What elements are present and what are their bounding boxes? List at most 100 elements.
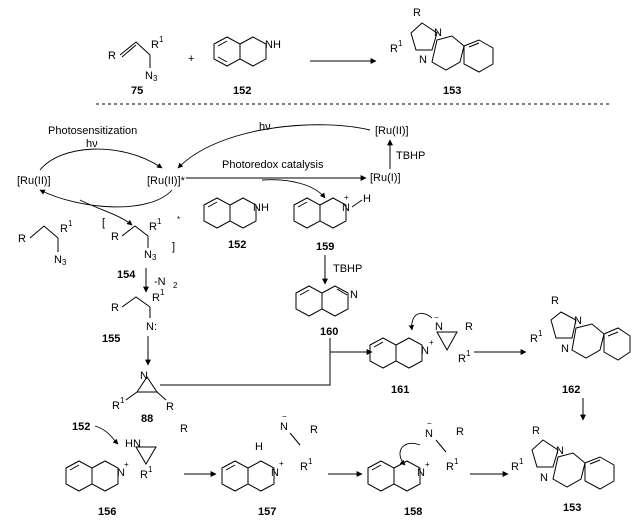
compound-160-label: 160 (320, 326, 338, 338)
compound-155-label: 155 (102, 333, 120, 345)
h-157: H (255, 441, 263, 453)
minus-n2-label: -N (154, 276, 166, 288)
r1-88-sup: 1 (120, 396, 125, 405)
prod-n2: N (419, 54, 427, 66)
azide-excitation-arrow (79, 199, 133, 226)
compound-162-label: 162 (562, 384, 580, 396)
excited-azide-154: [ R R 1 N 3 ] * 154 (102, 215, 180, 281)
n-aziridine-161: N (435, 321, 443, 333)
n3-154-sub: 3 (152, 253, 157, 262)
n2-162: N (561, 343, 569, 355)
hn-156: HN (125, 438, 141, 450)
compound-158-label: 158 (404, 506, 422, 518)
r1-156-sup: 1 (148, 465, 153, 474)
n-161: N (421, 345, 429, 357)
r-153b: R (532, 425, 540, 437)
ru1-label: [Ru(I)] (370, 172, 401, 184)
vinyl-azide-left: R R 1 N 3 (18, 219, 73, 267)
n-159: N (342, 202, 350, 214)
photosensitization-label: Photosensitization (48, 125, 137, 137)
nh-152-mid: NH (253, 202, 269, 214)
r1-157-sup: 1 (308, 457, 313, 466)
plus-156: + (124, 460, 129, 469)
r1-157: R (300, 461, 308, 473)
imidazoisoquinoline-153-bottom: R N N R 1 153 (511, 425, 615, 514)
compound-152-bottom-label: 152 (72, 421, 90, 433)
n2-153b: N (540, 472, 548, 484)
iminium-aziridine-161: N + N − R R 1 161 (369, 312, 473, 396)
h-159: H (363, 193, 371, 205)
azide-r1: R (151, 39, 159, 51)
r-162: R (551, 295, 559, 307)
r-154: R (111, 231, 119, 243)
bracket-left: [ (102, 217, 105, 229)
n-amide-158: N (425, 428, 433, 440)
set-arrow (261, 179, 326, 199)
arrow-158-cyclize (399, 442, 421, 466)
cyclized-162: R N N R 1 162 (530, 295, 631, 396)
r-left: R (18, 233, 26, 245)
n3-left: N (54, 254, 62, 266)
bracket-right: ] (172, 241, 175, 253)
r1-162-sup: 1 (538, 329, 543, 338)
vinyl-nitrene-155: R R 1 N: 155 (102, 288, 165, 345)
ru-regeneration-arrow (177, 124, 371, 169)
n-158: N (417, 467, 425, 479)
r1-158-sup: 1 (454, 457, 459, 466)
compound-157-label: 157 (258, 506, 276, 518)
r1-161: R (458, 353, 466, 365)
connector-88-160 (160, 338, 331, 386)
prod-r: R (413, 7, 421, 19)
star-154: * (177, 215, 180, 224)
n3-154: N (144, 249, 152, 261)
r1-158: R (446, 461, 454, 473)
r1-153b-sup: 1 (519, 457, 524, 466)
ru2-mid: [Ru(II)]* (147, 175, 186, 187)
compound-161-label: 161 (391, 384, 409, 396)
hv-left-label: hν (86, 138, 98, 150)
imidazoisoquinoline-153-top: R N N R 1 153 (390, 7, 494, 97)
minus-157: − (282, 412, 287, 421)
r1-left: R (60, 223, 68, 235)
plus-159: + (344, 193, 349, 202)
r-158: R (456, 426, 464, 438)
n-amide-157: N (280, 421, 288, 433)
azirine-88: N R 1 R 88 (112, 370, 174, 425)
r1-88: R (112, 400, 120, 412)
arrow-152-attack (94, 425, 119, 445)
minus-158: − (427, 419, 432, 428)
hv-top-label: hν (259, 121, 271, 133)
r1-155-sup: 1 (160, 288, 165, 297)
radical-cation-159: N + H 159 (293, 193, 371, 253)
prod-n1: N (434, 27, 442, 39)
energy-transfer-arrow (39, 189, 173, 208)
ru2-left: [Ru(II)] (17, 175, 51, 187)
intermediate-156: N + HN R R 1 156 (65, 423, 188, 518)
tetrahydroisoquinoline-152-top: NH 152 (213, 36, 281, 97)
dihydroisoquinoline-160: N 160 (295, 285, 358, 338)
photosensitization-arrow (39, 148, 163, 171)
compound-152-mid-label: 152 (228, 239, 246, 251)
tetrahydroisoquinoline-152-mid: NH 152 (203, 197, 269, 251)
tbhp-1: TBHP (396, 150, 425, 162)
plus-161: + (429, 338, 434, 347)
compound-152-top-label: 152 (233, 85, 251, 97)
minus-n2-sub: 2 (173, 281, 178, 290)
minus-161: − (434, 313, 439, 322)
compound-88-label: 88 (141, 413, 153, 425)
compound-153-bottom-label: 153 (563, 502, 581, 514)
r1-154: R (149, 221, 157, 233)
prod-r1: R (390, 43, 398, 55)
r-155: R (111, 302, 119, 314)
compound-75-label: 75 (131, 85, 143, 97)
compound-156-label: 156 (98, 506, 116, 518)
n-162: N (574, 315, 582, 327)
photoredox-label: Photoredox catalysis (222, 159, 324, 171)
r1-left-sup: 1 (68, 219, 73, 228)
n-155: N: (146, 321, 157, 333)
intermediate-158: N + N − R R 1 158 (367, 419, 464, 518)
r1-162: R (530, 333, 538, 345)
compound-159-label: 159 (316, 241, 334, 253)
r1-154-sup: 1 (157, 217, 162, 226)
